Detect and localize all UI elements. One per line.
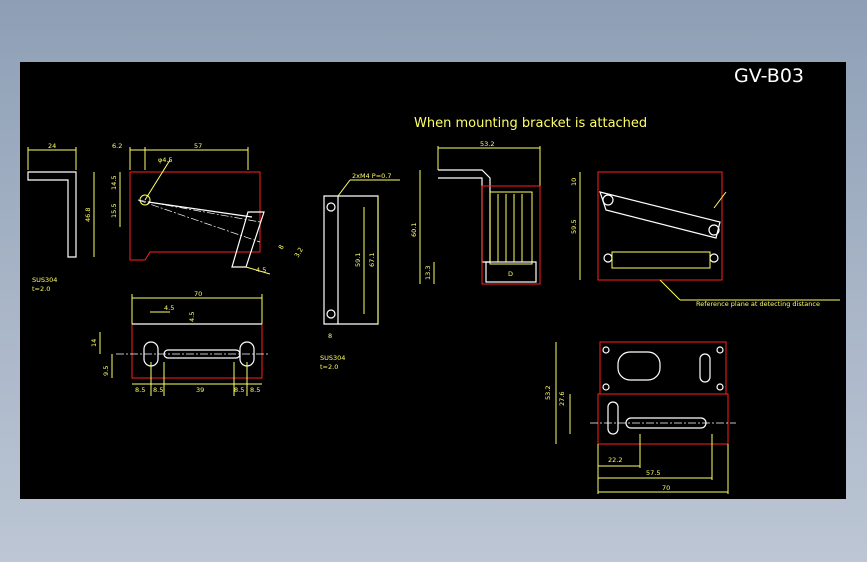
- sensor-side-view: 59.5 10 Reference plane at detecting dis…: [570, 171, 840, 308]
- sensor-front-view: 53.2 D 60.1 13.3: [410, 140, 541, 285]
- dim-53-2-bottom: 53.2: [544, 386, 552, 400]
- dim-57-5: 57.5: [646, 469, 660, 477]
- dim-10: 10: [570, 178, 578, 186]
- dim-22-2: 22.2: [608, 456, 622, 464]
- dim-13-3: 13.3: [424, 266, 432, 280]
- dim-60-1: 60.1: [410, 223, 418, 237]
- dim-70: 70: [194, 290, 202, 298]
- dim-24: 24: [48, 142, 56, 150]
- material-label-mid: SUS304: [320, 354, 345, 362]
- dim-8-5-a: 8.5: [135, 386, 145, 394]
- dim-6-2: 6.2: [112, 142, 122, 150]
- dim-46-8: 46.8: [84, 208, 92, 222]
- dim-53-2-front: 53.2: [480, 140, 494, 148]
- thickness-label: t=2.0: [32, 285, 50, 293]
- dim-8-5-c: 8.5: [234, 386, 244, 394]
- dim-8: 8: [277, 243, 286, 251]
- front-mark: D: [508, 270, 513, 278]
- dim-3-2: 3.2: [293, 246, 305, 259]
- drawing-title: GV-B03: [734, 65, 804, 87]
- dim-27-6: 27.6: [558, 392, 566, 406]
- dim-14: 14: [90, 339, 98, 347]
- bracket-left-top: 6.2 57 φ4.5 4.5 8 3.2 14.5 15.5: [110, 142, 305, 275]
- bracket-left-profile: 24 46.8 SUS304 t=2.0: [27, 142, 95, 293]
- bracket-flat-view: 70 4.5 4.5 14 9.5 8.5 8.5 39 8.5 8.5: [90, 290, 270, 396]
- dim-14-5: 14.5: [110, 176, 118, 190]
- dim-phi-4-5: φ4.5: [158, 156, 173, 164]
- dim-59-5: 59.5: [570, 220, 578, 234]
- dim-4-5-a: 4.5: [164, 304, 174, 312]
- sensor-bottom-view: 53.2 27.6 22.2 57.5 70: [544, 341, 736, 494]
- dim-8-5-b: 8.5: [153, 386, 163, 394]
- reference-note: Reference plane at detecting distance: [696, 300, 820, 308]
- dim-57: 57: [194, 142, 202, 150]
- dim-59-1: 59.1: [354, 253, 362, 267]
- dim-8-mid: 8: [328, 332, 332, 340]
- dim-67-1: 67.1: [368, 253, 376, 267]
- drawing-sheet: GV-B03 When mounting bracket is attached…: [20, 62, 846, 499]
- material-label: SUS304: [32, 276, 57, 284]
- bracket-middle-view: 2xM4 P=0.7 59.1 67.1 8 SUS304 t=2.0: [320, 172, 400, 371]
- dim-4-5-c: 4.5: [188, 312, 196, 322]
- dim-9-5: 9.5: [102, 366, 110, 376]
- dim-8-5-d: 8.5: [250, 386, 260, 394]
- dim-15-5: 15.5: [110, 204, 118, 218]
- dim-70-bottom: 70: [662, 484, 670, 492]
- hole-spec: 2xM4 P=0.7: [352, 172, 392, 180]
- dim-39: 39: [196, 386, 204, 394]
- drawing-heading: When mounting bracket is attached: [414, 116, 647, 131]
- dim-4-5-b: 4.5: [256, 266, 266, 274]
- thickness-label-mid: t=2.0: [320, 363, 338, 371]
